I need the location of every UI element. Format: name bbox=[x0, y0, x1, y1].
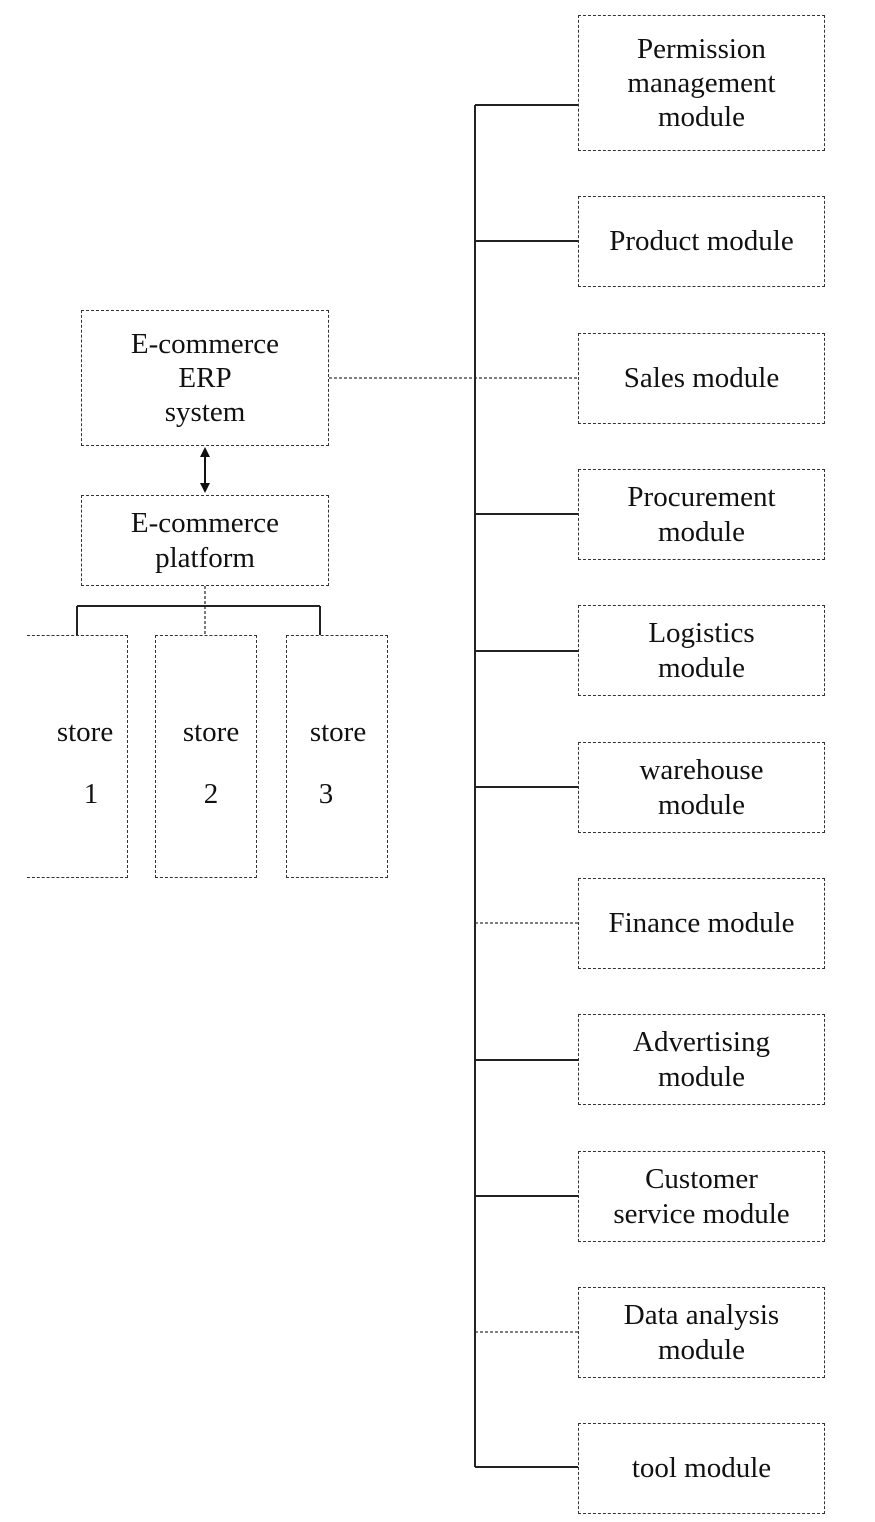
store-box-3: store 3 bbox=[286, 635, 388, 878]
module-label: Product module bbox=[609, 224, 793, 258]
module-customer-service: Customer service module bbox=[578, 1151, 825, 1242]
module-label: Advertising module bbox=[633, 1025, 770, 1093]
erp-system-label: E-commerce ERP system bbox=[131, 327, 279, 430]
module-label: Finance module bbox=[608, 906, 794, 940]
module-label: warehouse module bbox=[639, 753, 763, 821]
module-label: Permission management module bbox=[627, 32, 775, 135]
platform-label: E-commerce platform bbox=[131, 506, 279, 574]
module-finance: Finance module bbox=[578, 878, 825, 969]
store-box-2: store 2 bbox=[155, 635, 257, 878]
store-number: 2 bbox=[161, 778, 261, 811]
module-product: Product module bbox=[578, 196, 825, 287]
module-sales: Sales module bbox=[578, 333, 825, 424]
module-advertising: Advertising module bbox=[578, 1014, 825, 1105]
store-name: store bbox=[161, 716, 261, 749]
module-label: Data analysis module bbox=[624, 1298, 779, 1366]
module-label: tool module bbox=[632, 1451, 771, 1485]
module-label: Logistics module bbox=[648, 616, 754, 684]
module-procurement: Procurement module bbox=[578, 469, 825, 560]
module-warehouse: warehouse module bbox=[578, 742, 825, 833]
store-box-1: store 1 bbox=[27, 635, 128, 878]
module-label: Customer service module bbox=[613, 1162, 789, 1230]
store-number: 3 bbox=[276, 778, 376, 811]
module-label: Sales module bbox=[624, 361, 779, 395]
module-tool: tool module bbox=[578, 1423, 825, 1514]
module-logistics: Logistics module bbox=[578, 605, 825, 696]
erp-system-box: E-commerce ERP system bbox=[81, 310, 329, 446]
store-number: 1 bbox=[41, 778, 141, 811]
platform-box: E-commerce platform bbox=[81, 495, 329, 586]
module-data-analysis: Data analysis module bbox=[578, 1287, 825, 1378]
store-name: store bbox=[35, 716, 135, 749]
store-name: store bbox=[288, 716, 388, 749]
module-permission-management: Permission management module bbox=[578, 15, 825, 151]
module-label: Procurement module bbox=[627, 480, 775, 548]
